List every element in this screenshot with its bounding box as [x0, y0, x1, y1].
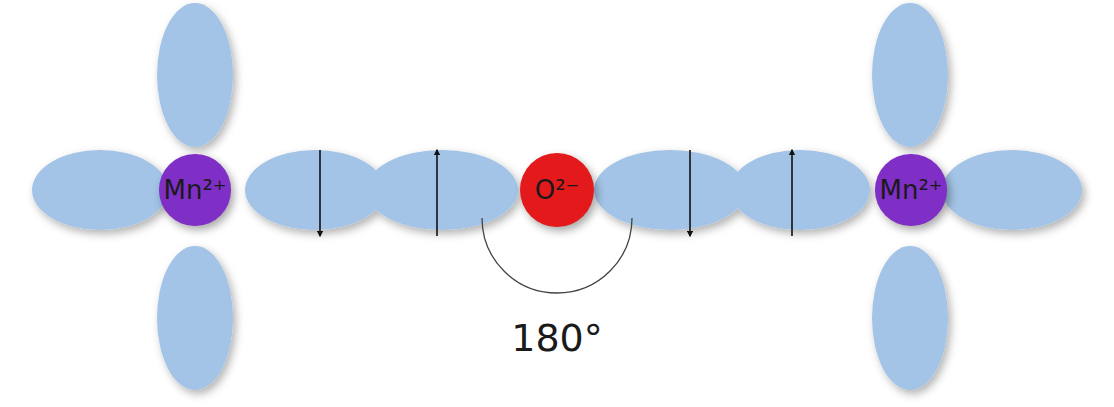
p-orbital-lobe: [594, 150, 746, 230]
d-orbital-lobe: [872, 3, 948, 147]
p-orbital-lobe: [366, 150, 518, 230]
d-orbital-lobe: [872, 246, 948, 390]
atom-circle: O²⁻: [520, 153, 594, 227]
atom-circle: Mn²⁺: [159, 154, 230, 225]
atom-circle: Mn²⁺: [875, 154, 946, 225]
spin-arrow: [689, 150, 691, 236]
atom-label: Mn²⁺: [163, 175, 226, 205]
d-orbital-lobe: [942, 150, 1082, 230]
atom-label: Mn²⁺: [879, 175, 942, 205]
d-orbital-lobe: [157, 246, 233, 390]
angle-label: 180°: [511, 316, 603, 360]
spin-arrow: [319, 150, 321, 236]
spin-arrow: [436, 150, 438, 236]
atom-label: O²⁻: [535, 175, 580, 205]
d-orbital-lobe: [157, 3, 233, 147]
d-orbital-lobe: [32, 150, 168, 230]
d-orbital-lobe: [730, 150, 870, 230]
angle-arc: [482, 218, 632, 293]
spin-arrow: [791, 150, 793, 236]
d-orbital-lobe: [245, 150, 385, 230]
